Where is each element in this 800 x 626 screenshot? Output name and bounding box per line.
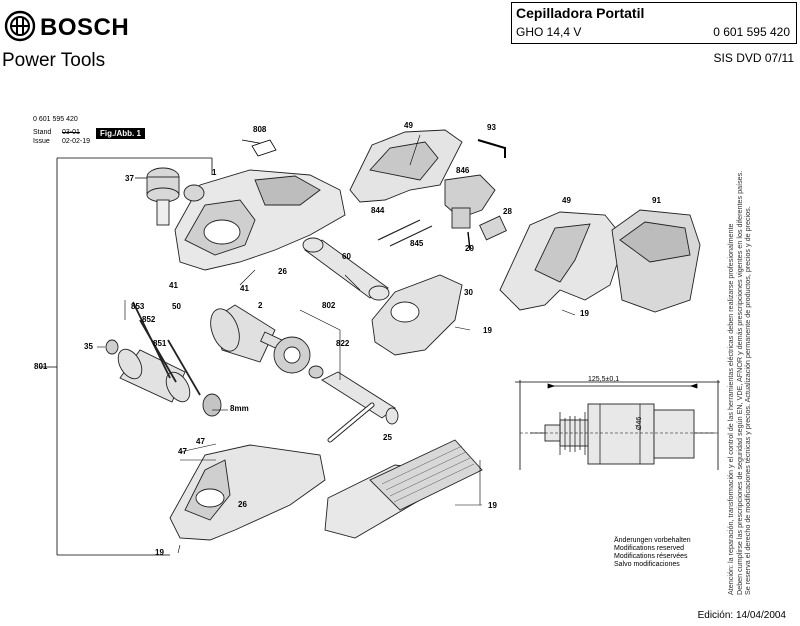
callout-853: 853 <box>131 302 145 311</box>
callout-26-bottom: 26 <box>238 500 247 509</box>
callout-49-top: 49 <box>404 121 413 130</box>
callout-8mm: 8mm <box>230 404 249 413</box>
callout-852: 852 <box>142 315 156 324</box>
dimension-diameter-label: Ø46 <box>636 416 643 430</box>
meta-number: 0 601 595 420 <box>33 116 78 123</box>
meta-stand-label: Stand <box>33 129 52 136</box>
sis-version: SIS DVD 07/11 <box>713 51 794 65</box>
note-line: Modifications réservées <box>614 553 688 560</box>
callout-26-top: 26 <box>278 267 287 276</box>
bosch-logo-icon <box>4 10 36 42</box>
meta-issue-value: 02-02-19 <box>62 138 91 145</box>
brand-name: BOSCH <box>40 14 130 41</box>
callout-35: 35 <box>84 342 93 351</box>
disclaimer-vertical: Atención: la reparación, transformación … <box>726 75 753 595</box>
meta-issue-label: Issue <box>33 138 50 145</box>
callout-29: 29 <box>465 244 474 253</box>
callout-50: 50 <box>172 302 181 311</box>
callout-19-right: 19 <box>580 309 589 318</box>
callout-846: 846 <box>456 166 470 175</box>
figure-label: Fig./Abb. 1 <box>96 128 145 139</box>
callout-47-left: 47 <box>178 447 187 456</box>
note-line: Modifications reserved <box>614 545 685 552</box>
callout-28: 28 <box>503 207 512 216</box>
callout-822: 822 <box>336 339 350 348</box>
callout-19-mid: 19 <box>483 326 492 335</box>
callout-2: 2 <box>258 301 263 310</box>
callout-808: 808 <box>253 125 267 134</box>
callout-801: 801 <box>34 362 48 371</box>
note-line: Änderungen vorbehalten <box>614 537 691 544</box>
callout-851: 851 <box>153 339 167 348</box>
callout-47-top: 47 <box>196 437 205 446</box>
callout-60: 60 <box>342 252 351 261</box>
callout-30: 30 <box>464 288 473 297</box>
callout-19-plate: 19 <box>488 501 497 510</box>
callout-25: 25 <box>383 433 392 442</box>
title-box: Cepilladora Portatil GHO 14,4 V 0 601 59… <box>511 2 797 44</box>
callout-19-bottom: 19 <box>155 548 164 557</box>
disclaimer-line: Se reserva el derecho de modificaciones … <box>743 206 752 595</box>
callout-41-left: 41 <box>169 281 178 290</box>
product-part-number: 0 601 595 420 <box>713 25 790 39</box>
note-line: Salvo modificaciones <box>614 561 680 568</box>
callout-1: 1 <box>212 168 217 177</box>
product-title: Cepilladora Portatil <box>516 5 645 21</box>
modification-notes: Änderungen vorbehalten Modifications res… <box>614 537 691 569</box>
callout-802: 802 <box>322 301 336 310</box>
division-name: Power Tools <box>2 50 106 71</box>
dimension-width-label: 125,5±0,1 <box>588 376 620 383</box>
callout-37: 37 <box>125 174 134 183</box>
callout-41-right: 41 <box>240 284 249 293</box>
callout-845: 845 <box>410 239 424 248</box>
callout-49-right: 49 <box>562 196 571 205</box>
callout-844: 844 <box>371 206 385 215</box>
meta-stand-value: 03-01 <box>62 129 80 136</box>
edition-date: Edición: 14/04/2004 <box>697 610 786 621</box>
callout-93: 93 <box>487 123 496 132</box>
product-model: GHO 14,4 V <box>516 25 582 39</box>
callout-91: 91 <box>652 196 661 205</box>
